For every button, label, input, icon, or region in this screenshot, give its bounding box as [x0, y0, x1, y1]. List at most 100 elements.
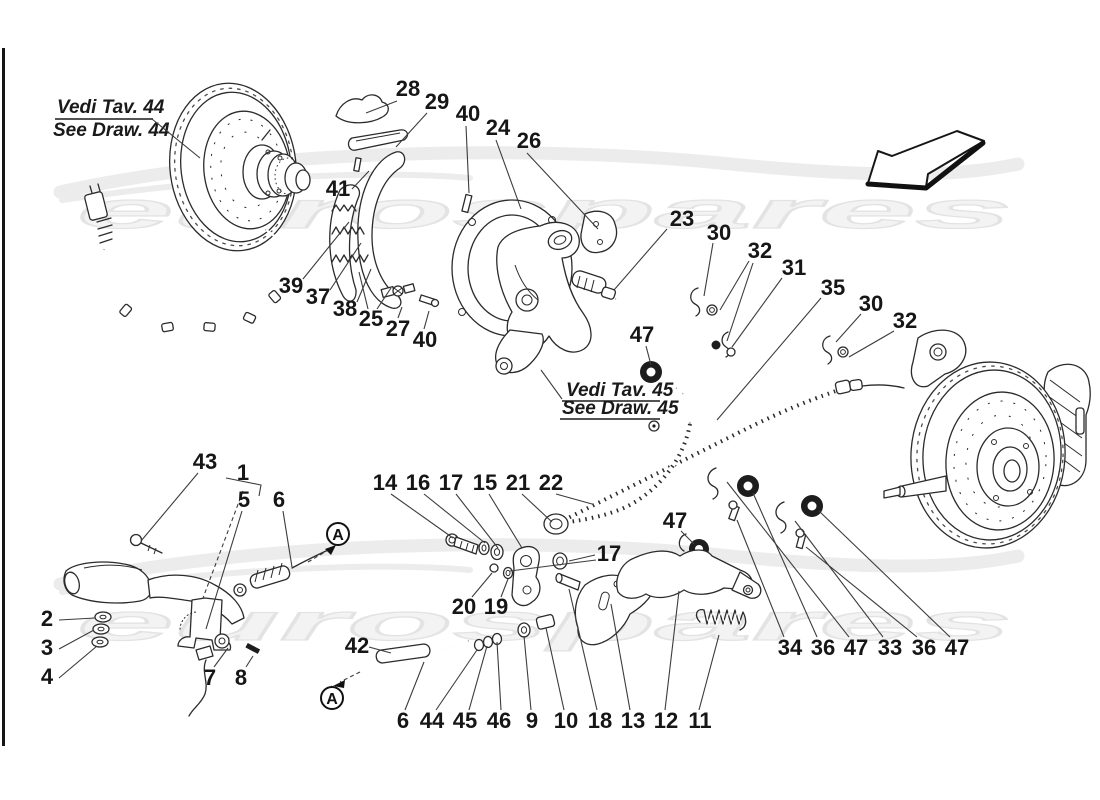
- leader-line: [140, 472, 199, 542]
- leader-line: [423, 493, 486, 544]
- leader-line: [397, 306, 403, 319]
- callout-label-33: 33: [878, 635, 902, 660]
- leader-line: [329, 242, 362, 291]
- leader-line: [465, 125, 470, 194]
- leader-line: [613, 228, 668, 291]
- callout-label-15: 15: [473, 470, 497, 495]
- callout-label-32: 32: [748, 238, 772, 263]
- leader-line: [726, 481, 850, 638]
- leader-line: [526, 152, 599, 230]
- callout-label-2: 2: [41, 606, 53, 631]
- callout-label-29: 29: [425, 89, 449, 114]
- leader-line: [610, 603, 631, 711]
- rear-brake-disc: [883, 329, 1091, 549]
- callout-label-46: 46: [487, 708, 511, 733]
- leader-line: [302, 221, 350, 280]
- callout-label-42: 42: [345, 633, 369, 658]
- bolt-43: [129, 533, 143, 547]
- leader-line: [752, 492, 818, 638]
- handbrake-shoe-assembly: [329, 94, 473, 309]
- leader-line: [509, 559, 597, 572]
- callout-label-6: 6: [397, 708, 409, 733]
- leader-line: [731, 277, 783, 348]
- callout-label-38: 38: [333, 296, 357, 321]
- leader-line: [680, 530, 695, 545]
- leader-line: [368, 646, 392, 654]
- leader-line: [376, 287, 392, 310]
- section-marker-label: A: [326, 691, 338, 708]
- leader-line: [496, 641, 502, 711]
- note-44-line2: See Draw. 44: [53, 120, 170, 141]
- callout-label-9: 9: [526, 708, 538, 733]
- leader-line: [205, 510, 243, 630]
- leader-line: [365, 100, 398, 114]
- leader-line: [848, 330, 895, 358]
- front-brake-disc: [168, 82, 311, 252]
- handbrake-lever-assembly: [63, 533, 327, 717]
- callout-label-6: 6: [273, 487, 285, 512]
- callout-label-40: 40: [456, 101, 480, 126]
- leader-line: [395, 112, 428, 148]
- abs-sensor-cable: [84, 183, 289, 333]
- equalizer-assembly: [331, 533, 581, 687]
- marker-layer: AA: [320, 522, 350, 710]
- leader-line: [58, 645, 98, 679]
- leader-line: [555, 493, 593, 505]
- leader-line: [435, 649, 478, 711]
- handbrake-cables-rear: [543, 378, 905, 535]
- cable-sleeve-42: [375, 643, 431, 664]
- leader-line: [202, 490, 244, 599]
- callout-label-41: 41: [326, 176, 350, 201]
- callout-bracket: [225, 477, 262, 497]
- leader-line: [213, 647, 229, 668]
- callout-label-34: 34: [778, 635, 803, 660]
- front-upright: [495, 221, 592, 375]
- leader-line: [805, 546, 918, 638]
- callout-label-47: 47: [630, 322, 654, 347]
- callout-label-23: 23: [670, 206, 694, 231]
- leader-line: [794, 520, 884, 638]
- callout-label-19: 19: [484, 594, 508, 619]
- callout-label-43: 43: [193, 449, 217, 474]
- leader-line: [645, 345, 652, 366]
- leader-line: [245, 655, 254, 668]
- callout-label-30: 30: [707, 220, 731, 245]
- leader-line: [58, 617, 96, 621]
- leader-line: [358, 271, 369, 310]
- direction-arrow: [865, 130, 986, 191]
- equalizer-plate: [511, 546, 541, 607]
- handbrake-cable-front: [571, 270, 693, 432]
- leader-line: [58, 629, 95, 650]
- callout-label-44: 44: [420, 708, 445, 733]
- leader-line: [719, 260, 750, 311]
- callout-label-18: 18: [588, 708, 612, 733]
- callout-label-14: 14: [373, 470, 398, 495]
- leader-line: [455, 493, 499, 549]
- leader-line: [468, 645, 488, 711]
- note-45-line1: Vedi Tav. 45: [566, 380, 674, 401]
- mounting-bracket: [574, 549, 762, 646]
- callout-label-10: 10: [554, 708, 578, 733]
- leader-line: [568, 588, 598, 711]
- support-bracket-12: [616, 549, 753, 599]
- callout-label-8: 8: [235, 665, 247, 690]
- leader-line: [356, 268, 372, 303]
- leader-line: [351, 170, 370, 190]
- leader-line: [835, 313, 862, 343]
- callout-label-31: 31: [782, 255, 806, 280]
- see-drawing-44-note: Vedi Tav. 44 See Draw. 44: [53, 97, 201, 159]
- leader-line: [488, 493, 523, 549]
- section-marker-label: A: [332, 527, 344, 544]
- callout-label-25: 25: [359, 306, 383, 331]
- gasket: [580, 210, 618, 254]
- callout-label-35: 35: [821, 275, 845, 300]
- leader-line: [818, 510, 951, 638]
- callout-label-1: 1: [237, 460, 249, 485]
- callout-label-22: 22: [539, 470, 563, 495]
- leader-line: [404, 661, 425, 711]
- leader-line: [390, 493, 454, 539]
- callout-label-21: 21: [506, 470, 530, 495]
- callout-label-47: 47: [844, 635, 868, 660]
